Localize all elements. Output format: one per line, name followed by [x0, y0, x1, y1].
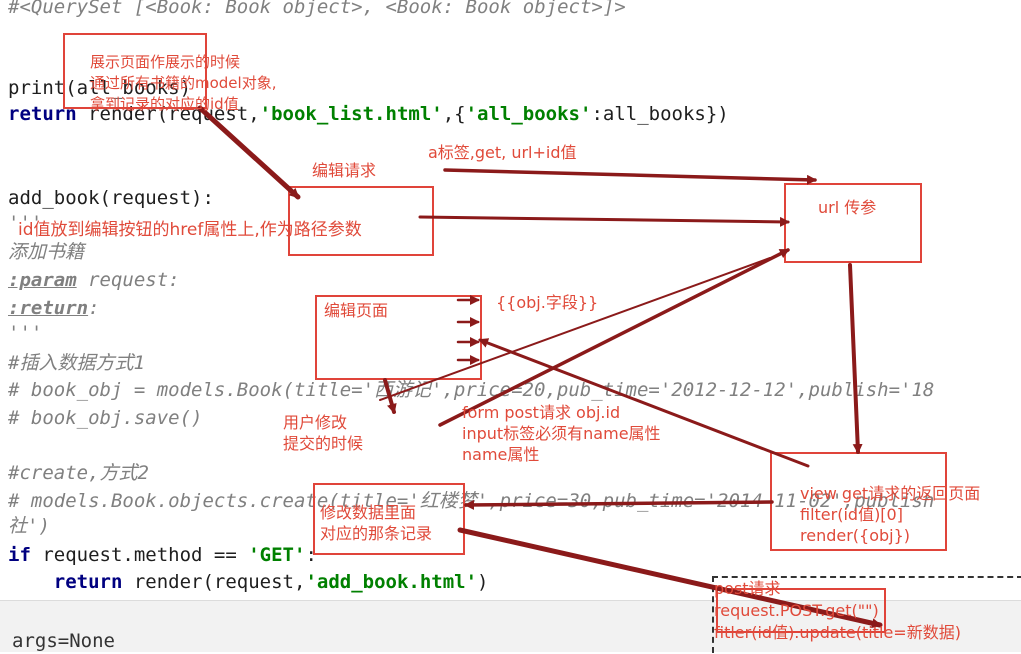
- annotation-id-to-href: id值放到编辑按钮的href属性上,作为路径参数: [18, 220, 362, 240]
- code-line-10: # book_obj = models.Book(title='西游记',pri…: [8, 377, 934, 403]
- arrow-url-to-view: [848, 263, 863, 454]
- code-token: # book_obj.save(): [8, 407, 203, 429]
- arrow-view-to-edit-page: [478, 338, 810, 468]
- code-token: 添加书籍: [8, 241, 85, 263]
- annotation-view-get: view get请求的返回页面 filter(id值)[0] render({o…: [800, 484, 981, 545]
- code-line-6: :param request:: [8, 267, 180, 293]
- annotation-a-tag: a标签,get, url+id值: [428, 143, 577, 162]
- code-token: 'book_list.html': [259, 103, 443, 125]
- post-request-box: [716, 588, 886, 633]
- annotation-edit-request: 编辑请求: [312, 161, 377, 180]
- arrow-a-tag-to-url: [443, 168, 817, 185]
- code-line-15: if request.method == 'GET':: [8, 542, 317, 568]
- code-token: ,{: [442, 103, 466, 125]
- code-token: :: [88, 297, 100, 319]
- code-token: request:: [76, 269, 180, 291]
- code-line-12: #create,方式2: [8, 460, 149, 486]
- code-token: 社'): [8, 515, 50, 537]
- code-token: if: [8, 544, 43, 566]
- arrow-edit-to-url: [418, 215, 790, 227]
- code-token: ''': [8, 212, 43, 234]
- code-line-3: add_book(request):: [8, 185, 214, 211]
- code-token: ): [477, 571, 489, 593]
- annotation-form-post: form post请求 obj.id input标签必须有name属性 name…: [462, 403, 661, 464]
- code-token: # models.Book.objects.create(title='红楼梦'…: [8, 490, 935, 512]
- code-token: ''': [8, 322, 43, 344]
- arrow-view-to-modify: [464, 499, 774, 510]
- code-token: :all_books}): [591, 103, 729, 125]
- code-token: request.method ==: [42, 544, 249, 566]
- code-token: :param: [8, 269, 77, 291]
- display-page-box: [63, 33, 207, 109]
- code-token: args=None: [12, 630, 115, 652]
- code-token: add_book(request):: [8, 187, 214, 209]
- annotation-user-modify: 用户修改 提交的时候: [283, 413, 364, 453]
- code-token: 'add_book.html': [305, 571, 478, 593]
- code-token: print: [8, 77, 66, 99]
- code-token: #<QuerySet [<Book: Book object>, <Book: …: [8, 0, 626, 18]
- code-token: :return: [8, 297, 89, 319]
- code-line-4: ''': [8, 210, 42, 236]
- dashed-region: [712, 576, 1021, 653]
- code-line-9: #插入数据方式1: [8, 350, 145, 376]
- annotation-edit-page: 编辑页面: [324, 301, 389, 320]
- code-line-1: print(all_books): [8, 75, 191, 101]
- code-line-13: # models.Book.objects.create(title='红楼梦'…: [8, 488, 934, 514]
- editor-divider-band: args=None: [0, 600, 1021, 652]
- code-token: render(request,: [133, 571, 306, 593]
- code-line-2: return render(request,'book_list.html',{…: [8, 101, 729, 127]
- arrow-modify-to-post: [457, 527, 883, 629]
- code-token: (all_books): [65, 77, 192, 99]
- code-line-14: 社'): [8, 513, 50, 539]
- code-line-16: return render(request,'add_book.html'): [8, 569, 489, 595]
- code-line-17: args=None: [12, 628, 115, 654]
- modify-record-box: [313, 483, 465, 555]
- code-line-11: # book_obj.save(): [8, 405, 202, 431]
- code-token: :: [305, 544, 317, 566]
- annotation-modify-record: 修改数据里面 对应的那条记录: [320, 503, 433, 543]
- arrow-display-to-edit: [197, 105, 301, 200]
- code-line-5: 添加书籍: [8, 239, 84, 265]
- annotation-post-request: post请求 request.POST.get("") fitler(id值).…: [714, 579, 961, 642]
- code-token: return: [8, 103, 89, 125]
- code-token: #create,方式2: [8, 462, 149, 484]
- annotation-display-page: 展示页面作展示的时候 通过所有书籍的model对象, 拿到记录的对应的id值: [90, 53, 277, 113]
- edit-request-box: [288, 186, 434, 256]
- arrow-user-to-url: [379, 257, 771, 401]
- annotation-url-param: url 传参: [818, 198, 877, 217]
- code-line-7: :return:: [8, 295, 100, 321]
- annotation-obj-field: {{obj.字段}}: [496, 293, 599, 312]
- edit-page-box: [315, 295, 482, 380]
- code-token: #插入数据方式1: [8, 352, 145, 374]
- code-token: 'GET': [248, 544, 306, 566]
- arrow-form-to-url: [438, 248, 790, 427]
- code-line-0: #<QuerySet [<Book: Book object>, <Book: …: [8, 0, 626, 20]
- code-token: 'all_books': [465, 103, 592, 125]
- code-token: return: [8, 571, 134, 593]
- code-line-8: ''': [8, 320, 42, 346]
- code-token: # book_obj = models.Book(title='西游记',pri…: [8, 379, 935, 401]
